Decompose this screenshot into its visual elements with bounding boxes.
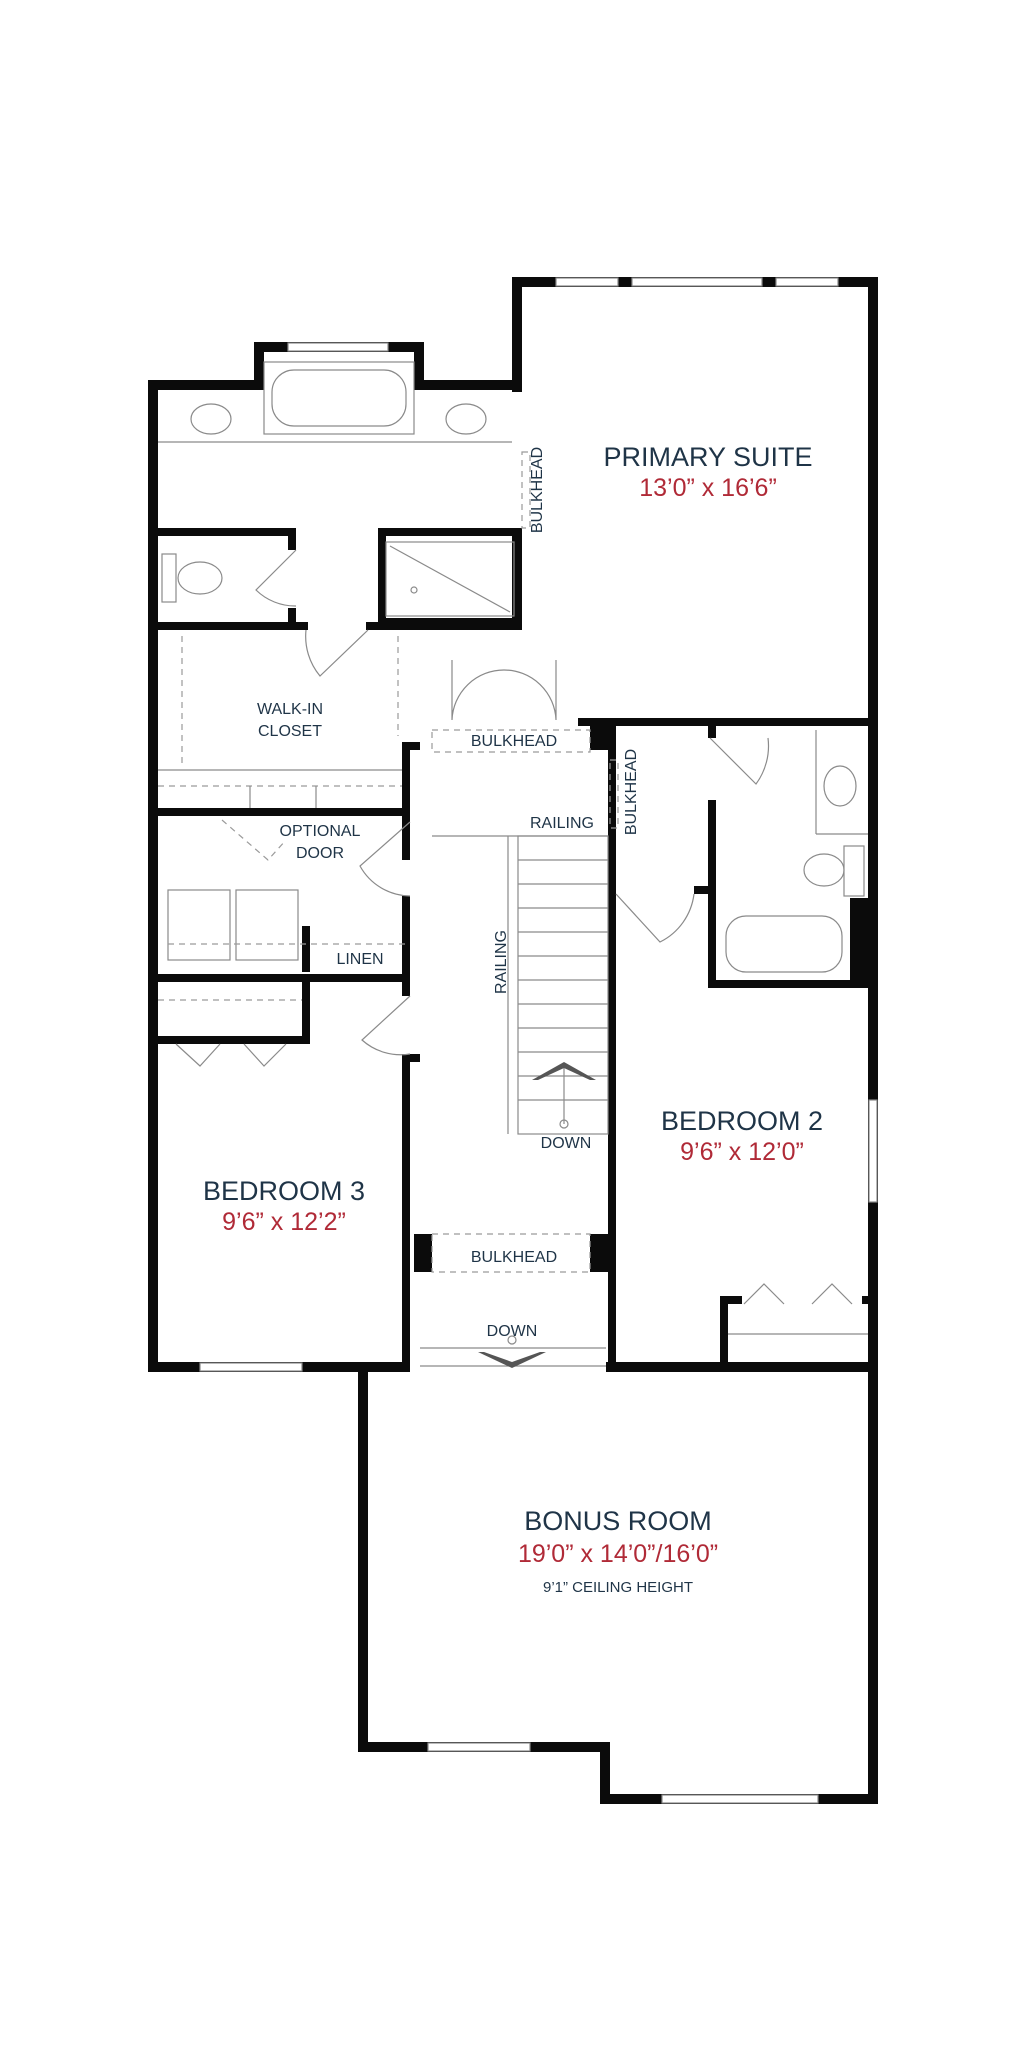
sink-icon — [190, 403, 232, 435]
sink-icon — [445, 403, 487, 435]
label-bulkhead-top: BULKHEAD — [471, 733, 557, 750]
window-bedroom-3 — [199, 1362, 303, 1372]
room-dims-primary-suite: 13’0” x 16’6” — [639, 474, 777, 502]
label-railing-side: RAILING — [493, 930, 510, 994]
window-primary-1 — [555, 277, 619, 287]
room-dims-bedroom-3: 9’6” x 12’2” — [222, 1208, 346, 1236]
window-primary-3 — [775, 277, 839, 287]
bathtub-icon — [263, 361, 415, 435]
room-dims-bonus-room: 19’0” x 14’0”/16’0” — [518, 1540, 718, 1568]
bathtub-icon — [725, 915, 843, 973]
label-down-landing: DOWN — [487, 1323, 538, 1340]
toilet-icon — [177, 561, 223, 595]
room-dims-bedroom-2: 9’6” x 12’0” — [680, 1138, 804, 1166]
room-name-primary-suite: PRIMARY SUITE — [603, 442, 812, 472]
window-ensuite — [287, 342, 389, 352]
labels: PRIMARY SUITE 13’0” x 16’6” BEDROOM 2 9’… — [203, 442, 823, 1596]
windows — [199, 277, 878, 1804]
room-name-bonus-room: BONUS ROOM — [524, 1506, 712, 1536]
label-bulkhead-primary: BULKHEAD — [529, 447, 546, 533]
label-railing-top: RAILING — [530, 815, 594, 832]
arrow-down-icon — [478, 1352, 546, 1368]
arrow-down-icon — [532, 1062, 596, 1080]
room-note-bonus-room: 9’1” CEILING HEIGHT — [543, 1579, 693, 1596]
toilet-icon — [803, 853, 845, 887]
label-door: DOOR — [296, 845, 344, 862]
window-bedroom-2 — [868, 1099, 878, 1203]
label-bulkhead-bottom: BULKHEAD — [471, 1249, 557, 1266]
label-bulkhead-bedroom-2: BULKHEAD — [623, 749, 640, 835]
shower-icon — [385, 541, 515, 617]
window-bonus-1 — [427, 1742, 531, 1752]
sink-icon — [823, 765, 857, 807]
window-bonus-2 — [661, 1794, 819, 1804]
staircase — [432, 835, 609, 1135]
room-name-bedroom-2: BEDROOM 2 — [661, 1106, 823, 1136]
label-linen: LINEN — [336, 951, 383, 968]
room-name-bedroom-3: BEDROOM 3 — [203, 1176, 365, 1206]
window-primary-2 — [631, 277, 763, 287]
washer-icon — [167, 889, 231, 961]
label-down-stairs: DOWN — [541, 1135, 592, 1152]
label-walk-in: WALK-IN — [257, 701, 323, 718]
label-optional: OPTIONAL — [280, 823, 361, 840]
label-closet: CLOSET — [258, 723, 322, 740]
walls — [148, 277, 878, 1804]
door-swing-icon — [255, 549, 297, 607]
fixtures — [158, 361, 868, 1368]
dryer-icon — [235, 889, 299, 961]
